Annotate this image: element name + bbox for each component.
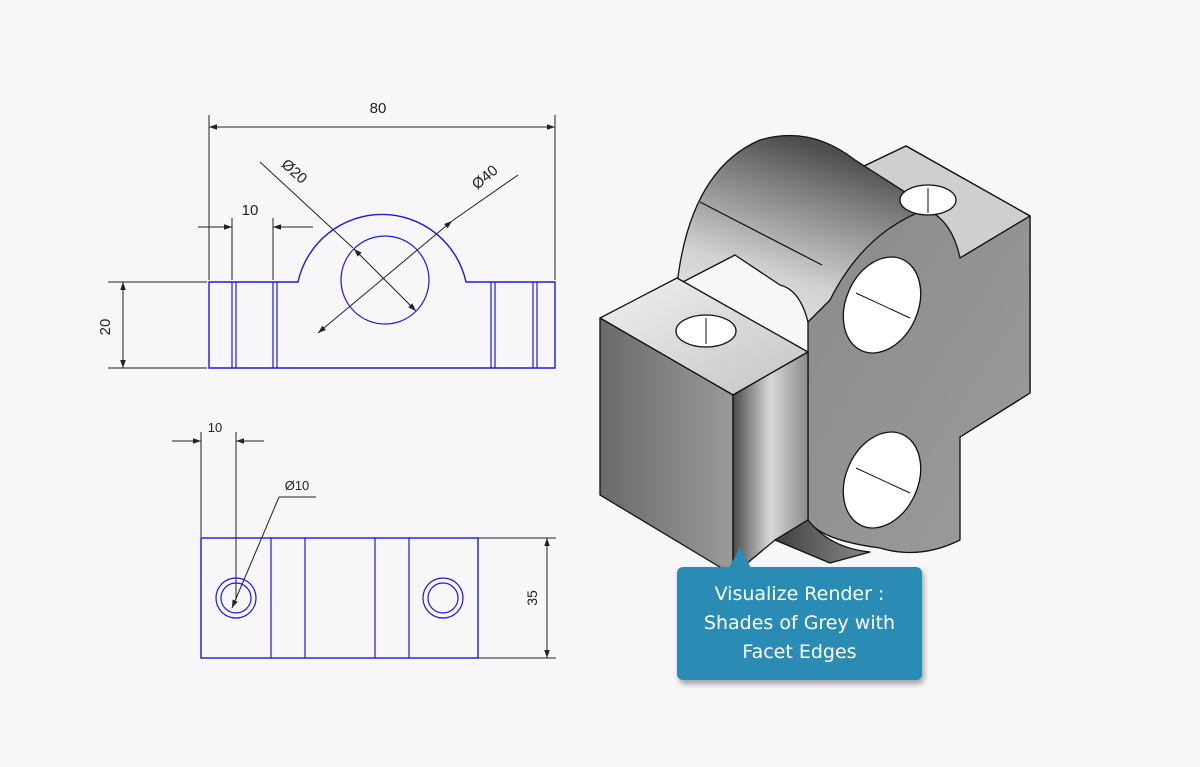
front-slot-lines — [231, 235, 538, 368]
bore-upper — [842, 256, 922, 354]
dim-slot-width: 10 — [242, 202, 259, 219]
render-callout: Visualize Render : Shades of Grey with F… — [677, 567, 922, 680]
callout-line-2: Shades of Grey with — [703, 612, 896, 634]
callout-pointer — [729, 547, 751, 568]
callout-line-3: Facet Edges — [742, 641, 857, 663]
mount-hole-left — [675, 314, 737, 348]
front-outline — [208, 213, 556, 369]
boss-cylinder — [676, 134, 931, 323]
isometric-render — [599, 134, 1031, 576]
top-feature-lines — [215, 538, 464, 658]
dim-overall-width: 80 — [370, 100, 387, 117]
lower-boss — [774, 519, 871, 564]
dim-boss-diameter: Ø40 — [469, 162, 502, 193]
front-view: 80 10 20 Ø20 Ø40 — [97, 100, 556, 369]
dim-depth: 35 — [524, 590, 540, 606]
top-view: 10 Ø10 35 — [172, 420, 556, 659]
dim-height: 20 — [97, 319, 114, 336]
dim-offset: 10 — [208, 420, 222, 435]
bore-lower — [842, 431, 922, 529]
dim-small-hole-diameter: Ø10 — [285, 478, 310, 493]
callout-line-1: Visualize Render : — [714, 583, 885, 605]
mount-hole-right — [899, 184, 957, 216]
top-outline — [200, 537, 479, 659]
